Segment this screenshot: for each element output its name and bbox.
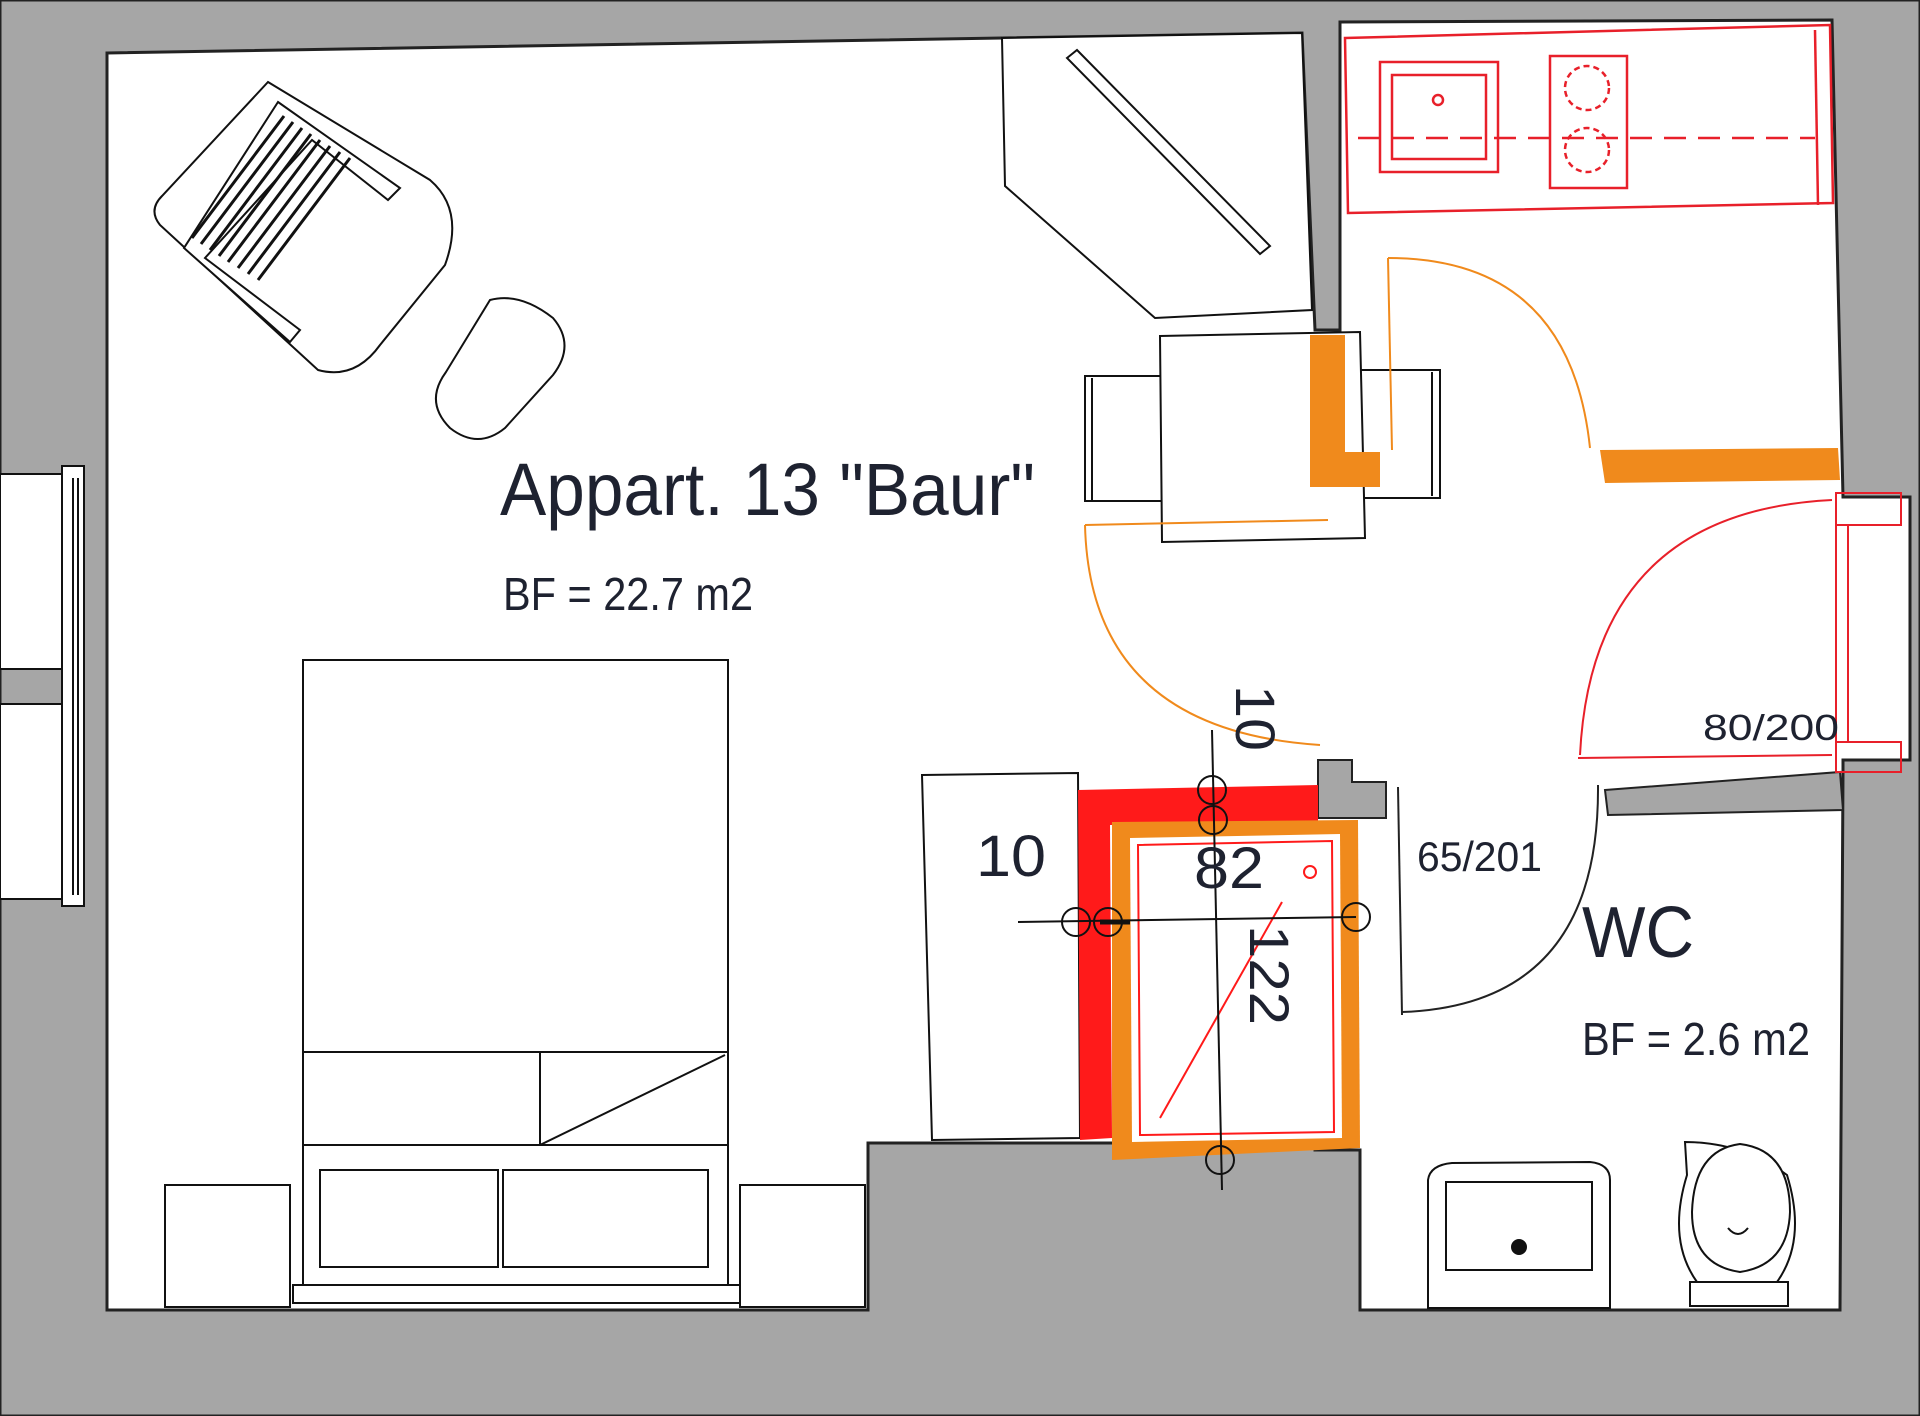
wc-partition-wall [1603, 770, 1845, 817]
dining-table [1084, 330, 1441, 544]
bed [164, 659, 866, 1308]
orange-accents [1310, 335, 1840, 487]
armchair [153, 80, 566, 440]
pouf [434, 297, 566, 440]
apartment-area: BF = 22.7 m2 [503, 568, 753, 620]
apartment-name: Appart. 13 "Baur" [500, 448, 1035, 531]
window-left [0, 465, 85, 907]
nightstand-left [164, 1184, 291, 1308]
dimension-depth-122: 122 [1238, 925, 1301, 1025]
wc-fixtures [1427, 1140, 1796, 1309]
stub-wall [1317, 759, 1387, 819]
door-swings [1084, 257, 1833, 1016]
dimension-top-10: 10 [1224, 685, 1287, 751]
entrance-door-size: 80/200 [1703, 707, 1839, 748]
entrance-door-frame [1835, 492, 1902, 773]
dimension-lines [1017, 729, 1371, 1191]
door-swing-entrance [1579, 499, 1833, 756]
wc-area: BF = 2.6 m2 [1582, 1013, 1810, 1065]
door-swing-wc [1401, 784, 1600, 1013]
door-swing-room [1084, 524, 1321, 746]
wardrobe [1000, 31, 1314, 320]
dimension-width-82: 82 [1194, 836, 1264, 901]
door-swing-kitchen [1387, 257, 1591, 449]
shower [1078, 785, 1360, 1160]
armchair-cushion-lines [190, 115, 352, 281]
cooktop [1548, 54, 1629, 190]
toilet [1678, 1140, 1796, 1307]
sink [1378, 60, 1500, 174]
wc-name: WC [1582, 893, 1694, 973]
wc-door-size: 65/201 [1417, 833, 1542, 880]
dimension-left-10: 10 [976, 824, 1046, 889]
kitchen-counter [1343, 23, 1835, 215]
nightstand-right [739, 1184, 866, 1308]
labels: Appart. 13 "Baur" BF = 22.7 m2 WC BF = 2… [500, 448, 1839, 1065]
